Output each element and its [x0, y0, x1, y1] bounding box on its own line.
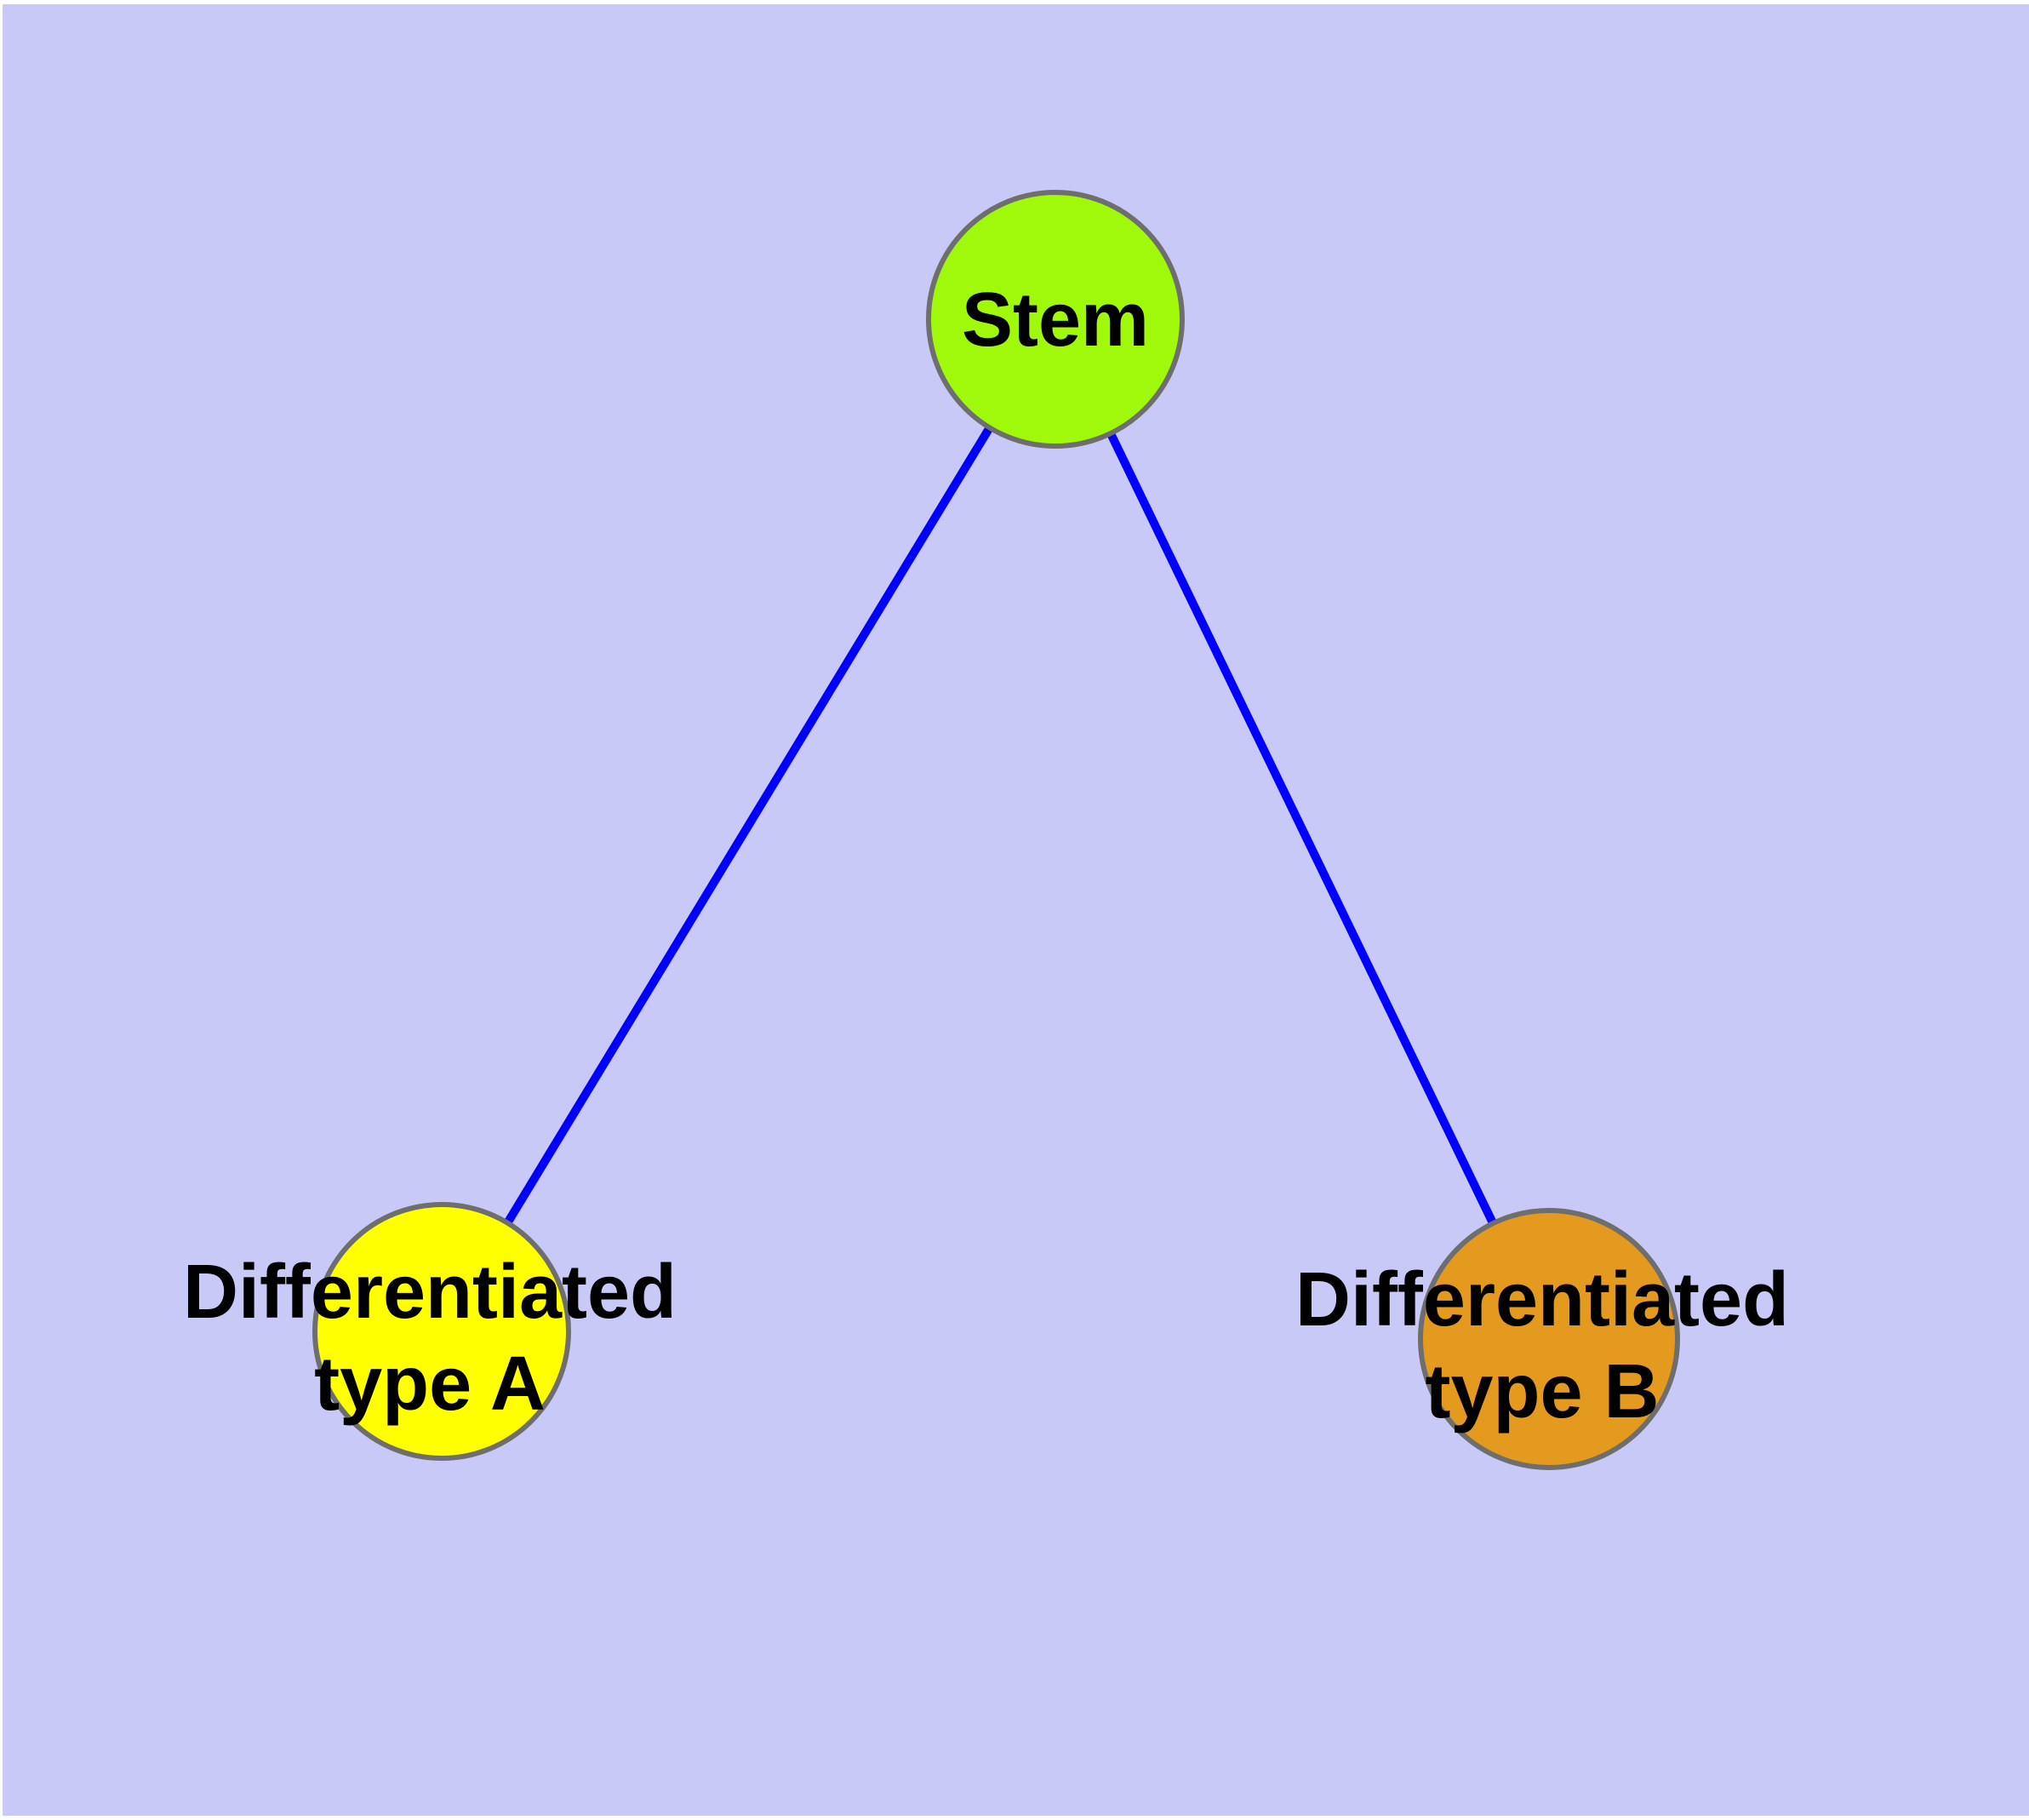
edge-stem-to-type-b [1051, 317, 1553, 1342]
differentiated-type-b-node [1418, 1208, 1680, 1470]
type-a-label-line2: type A [314, 1342, 546, 1427]
edge-stem-to-type-a [437, 317, 1060, 1334]
type-b-label-line1: Differentiated [1295, 1257, 1789, 1342]
stem-node [926, 190, 1185, 449]
type-a-label-line1: Differentiated [183, 1250, 677, 1335]
differentiated-type-a-node [312, 1202, 571, 1461]
type-b-label-line2: type B [1425, 1349, 1659, 1434]
stem-node-label: Stem [962, 278, 1149, 363]
